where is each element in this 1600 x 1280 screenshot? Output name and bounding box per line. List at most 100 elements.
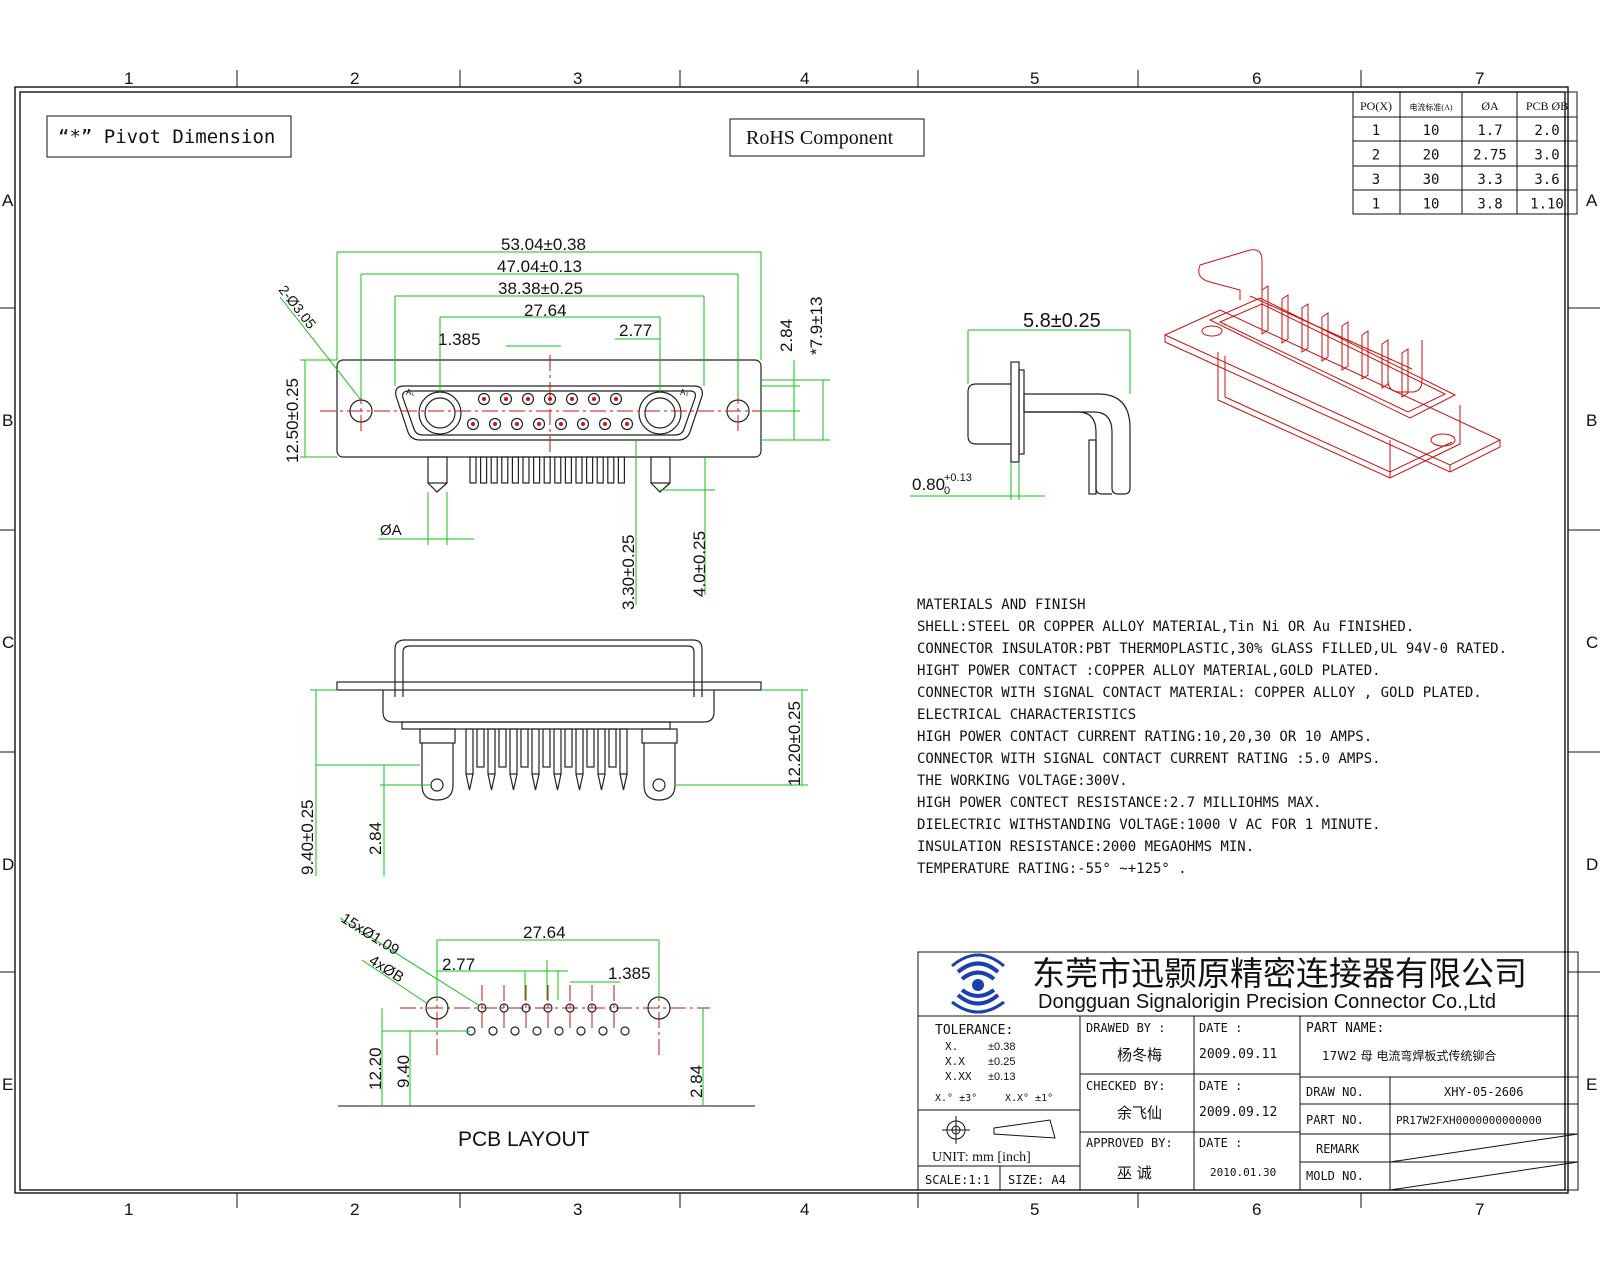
table-cell: 20	[1423, 148, 1440, 164]
pin-long	[465, 728, 474, 775]
signal-pin	[521, 392, 535, 406]
scale-label: SCALE:1:1	[925, 1173, 990, 1187]
table-cell: 2.75	[1473, 148, 1507, 164]
rohs-box	[729, 118, 925, 157]
date-label-2: DATE :	[1199, 1079, 1242, 1093]
remark-label: REMARK	[1316, 1142, 1360, 1156]
table-cell: 1	[1372, 123, 1380, 139]
iso-pin	[1341, 321, 1349, 371]
row-label: B	[1586, 411, 1597, 430]
pcb-dim-span: 27.64	[523, 923, 566, 942]
note-line: HIGH POWER CONTECT RESISTANCE:2.7 MILLIO…	[917, 795, 1322, 811]
company-logo-icon	[951, 953, 1005, 1014]
column-label: 1	[124, 1200, 133, 1219]
tol-xxx: X.XX	[945, 1070, 972, 1083]
signal-tail	[480, 456, 488, 484]
iso-pin	[1261, 285, 1269, 335]
pcb-layout-title: PCB LAYOUT	[458, 1128, 590, 1151]
note-line: ELECTRICAL CHARACTERISTICS	[917, 707, 1136, 723]
pcb-dim-pitch-a: 1.385	[608, 964, 651, 983]
pcb-small-holes	[466, 985, 630, 1036]
checked-by: 余飞仙	[1117, 1104, 1162, 1122]
column-label: 7	[1475, 69, 1484, 88]
signal-pin	[466, 417, 480, 431]
column-label: 4	[800, 69, 809, 88]
table-cell: 3.6	[1534, 172, 1559, 188]
table-cell: 3	[1372, 172, 1380, 188]
pcb-small-hole	[488, 1026, 498, 1036]
signal-tail	[575, 456, 583, 484]
table-cell: 10	[1423, 123, 1440, 139]
tolerance-title: TOLERANCE:	[935, 1023, 1013, 1038]
note-line: SHELL:STEEL OR COPPER ALLOY MATERIAL,Tin…	[917, 619, 1414, 635]
signal-pin	[576, 417, 590, 431]
front-view: A₁ A₂	[276, 235, 830, 610]
pcb-small-hole	[532, 1026, 542, 1036]
signal-pin	[609, 392, 623, 406]
column-label: 1	[124, 69, 133, 88]
signal-tail	[511, 456, 520, 484]
rohs-label: RoHS Component	[746, 127, 894, 149]
table-cell: 1.7	[1477, 123, 1502, 139]
part-name: 17W2 母 电流弯焊板式传统铆合	[1322, 1048, 1496, 1063]
row-label: A	[2, 191, 14, 210]
tol-x-val: ±0.38	[988, 1041, 1015, 1053]
mold-no-label: MOLD NO.	[1306, 1169, 1364, 1183]
row-label: A	[1586, 191, 1598, 210]
signal-pin	[488, 417, 502, 431]
row-label: D	[2, 855, 14, 874]
table-cell: 2	[1372, 148, 1380, 164]
dim-shell: 38.38±0.25	[498, 279, 583, 298]
table-cell: 1	[1372, 197, 1380, 213]
tol-xx-val: ±0.25	[988, 1056, 1015, 1068]
pcb-dim-940: 9.40	[394, 1055, 413, 1088]
date-label-3: DATE :	[1199, 1136, 1242, 1150]
pcb-small-hole	[620, 1026, 630, 1036]
dim-284: 2.84	[777, 319, 796, 352]
iso-pin	[1301, 303, 1309, 353]
pcb-dim-284: 2.84	[687, 1065, 706, 1098]
dim-dia-a: ØA	[380, 522, 402, 539]
note-line: THE WORKING VOLTAGE:300V.	[917, 773, 1128, 789]
projection-symbol-icon	[942, 1116, 1056, 1144]
table-cell: 3.3	[1477, 172, 1502, 188]
column-label: 6	[1252, 69, 1261, 88]
signal-tail	[554, 456, 562, 484]
iso-pin	[1281, 294, 1289, 344]
pcb-dim-1220: 12.20	[366, 1047, 385, 1090]
signal-pin	[510, 417, 524, 431]
column-label: 5	[1030, 69, 1039, 88]
pcb-small-hole	[576, 1026, 586, 1036]
row-label: C	[2, 633, 14, 652]
size-label: SIZE: A4	[1008, 1173, 1066, 1187]
tol-angle-1: X.° ±3°	[935, 1093, 977, 1104]
table-cell: 3.0	[1534, 148, 1559, 164]
iso-pin	[1401, 348, 1409, 398]
dim-contact-span: 27.64	[524, 301, 567, 320]
drawn-by: 杨冬梅	[1117, 1046, 1162, 1064]
signal-pin	[565, 392, 579, 406]
signal-tail	[607, 456, 615, 484]
pin-short	[520, 728, 529, 768]
dim-bottom-284: 2.84	[366, 822, 385, 855]
column-label: 7	[1475, 1200, 1484, 1219]
dim-flange: 0.80	[912, 475, 945, 494]
pin-mark-a1: A₁	[406, 388, 414, 397]
signal-tail	[585, 456, 594, 484]
pcb-small-hole	[554, 1026, 564, 1036]
tol-xx: X.X	[945, 1055, 965, 1068]
pin-long	[619, 728, 628, 775]
row-label: B	[2, 411, 13, 430]
row-label: E	[1586, 1075, 1597, 1094]
table-header: 电流标准(A)	[1409, 102, 1452, 112]
pin-long	[575, 728, 584, 775]
signal-tail	[490, 456, 498, 484]
signal-pins	[466, 392, 634, 431]
note-line: HIGH POWER CONTACT CURRENT RATING:10,20,…	[917, 729, 1372, 745]
signal-tail	[501, 456, 509, 484]
signal-pin	[620, 417, 634, 431]
